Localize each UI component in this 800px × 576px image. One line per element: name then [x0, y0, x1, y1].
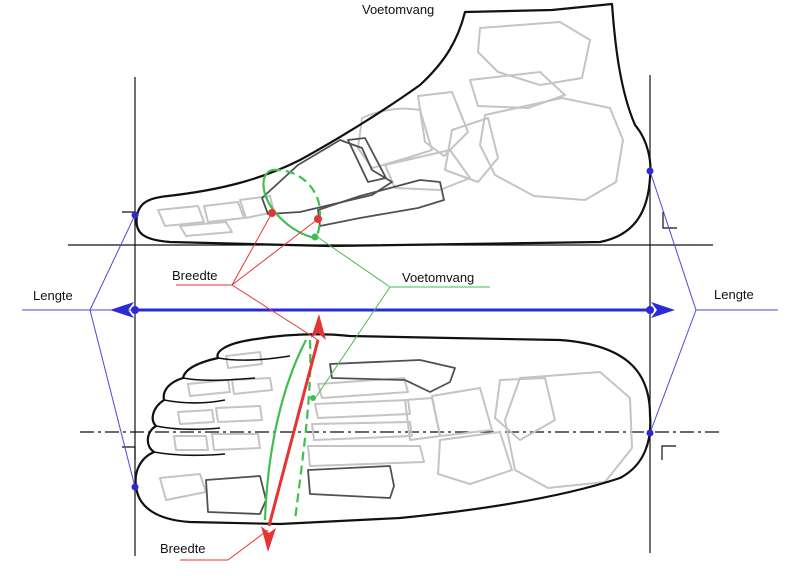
width-connector — [231, 218, 319, 286]
navicular-bone — [469, 71, 566, 109]
side-view-dark-bones — [261, 137, 445, 227]
phalanx-bone — [179, 221, 233, 237]
toe-separator — [155, 425, 221, 431]
phalanx-bone — [225, 351, 263, 369]
navicular-bone — [431, 387, 493, 437]
reference-lines — [68, 75, 722, 556]
side-view-foot — [135, 2, 652, 248]
width-connector — [231, 284, 319, 341]
metatarsal-bone — [314, 399, 411, 419]
width-connector — [227, 529, 269, 561]
length-point — [646, 306, 654, 314]
phalanx-bone — [231, 377, 273, 395]
voetomvang-middle-label: Voetomvang — [402, 270, 474, 285]
cuneiform-bone — [404, 397, 441, 441]
corner-mark — [661, 445, 676, 460]
phalanx-bone — [203, 201, 245, 223]
breedte-upper-label: Breedte — [172, 268, 218, 283]
talus-bone — [494, 377, 556, 441]
length-point — [131, 483, 139, 491]
voetomvang-top-label: Voetomvang — [362, 2, 434, 17]
length-connector-lines — [22, 170, 778, 488]
first-metatarsal-bone — [307, 465, 395, 499]
girth-ellipse-side-solid — [262, 168, 316, 240]
phalanx-bone — [211, 433, 261, 451]
sesamoid-bone — [347, 137, 387, 183]
girth-connector — [315, 235, 391, 288]
length-arrowhead-left — [110, 302, 134, 318]
hallux-proximal-phalanx-bone — [205, 475, 267, 515]
cuneiform-bone — [417, 91, 469, 157]
length-connector — [89, 214, 136, 311]
phalanx-bone — [177, 409, 215, 425]
toe-separator — [182, 377, 256, 382]
phalanx-bone — [157, 205, 205, 227]
phalanx-bone — [215, 405, 263, 423]
length-connector — [649, 309, 697, 434]
top-foot-outline — [134, 333, 652, 526]
length-point — [646, 429, 654, 437]
top-view-foot — [134, 333, 652, 526]
metatarsal-bone — [307, 445, 425, 467]
length-measurement — [22, 167, 778, 491]
length-points — [131, 167, 654, 491]
length-connector — [649, 170, 697, 311]
metatarsal-bone — [311, 421, 413, 441]
girth-point — [310, 395, 316, 401]
toe-separator — [153, 451, 226, 457]
width-measurement — [176, 209, 326, 561]
cuboid-bone — [437, 431, 513, 485]
length-point — [646, 167, 654, 175]
calcaneus-bone — [504, 371, 633, 489]
toe-separator — [217, 355, 291, 361]
girth-measurement — [262, 168, 490, 521]
width-connector-lines — [176, 212, 319, 561]
side-foot-outline — [135, 2, 652, 248]
hallux-distal-phalanx-bone — [159, 473, 207, 501]
top-view-dark-bones — [205, 359, 456, 515]
fifth-metatarsal-bone — [329, 359, 456, 393]
toe-separator — [163, 399, 226, 404]
girth-ellipse-side-dashed — [271, 168, 322, 239]
girth-line-top-solid — [263, 339, 307, 521]
width-measure-line — [267, 339, 320, 527]
corner-mark — [662, 212, 677, 229]
girth-point — [311, 233, 319, 241]
metatarsal-bone — [384, 149, 471, 191]
lengte-left-label: Lengte — [33, 288, 73, 303]
side-view-bones — [157, 21, 624, 237]
metatarsal-bone — [317, 377, 409, 399]
length-point — [131, 211, 139, 219]
talus-bone — [477, 21, 591, 86]
width-connector — [231, 212, 273, 286]
cuboid-bone — [444, 117, 499, 183]
width-arrowhead-bottom — [261, 526, 276, 552]
width-point — [268, 209, 276, 217]
girth-line-top-dashed — [293, 339, 312, 521]
length-arrowhead-right — [651, 302, 675, 318]
breedte-lower-label: Breedte — [160, 541, 206, 556]
length-connector — [89, 309, 136, 488]
girth-connector — [315, 286, 391, 398]
corner-mark — [122, 446, 136, 460]
first-metatarsal-bone — [261, 139, 393, 215]
girth-connector-lines — [315, 235, 490, 398]
hallux-phalanx-bone — [317, 179, 445, 227]
length-point — [131, 306, 139, 314]
width-point — [314, 215, 322, 223]
lengte-right-label: Lengte — [714, 287, 754, 302]
phalanx-bone — [187, 379, 231, 397]
calcaneus-bone — [479, 97, 624, 201]
width-arrowhead-top — [311, 314, 326, 340]
phalanx-bone — [173, 435, 209, 451]
toe-separators — [153, 355, 291, 457]
